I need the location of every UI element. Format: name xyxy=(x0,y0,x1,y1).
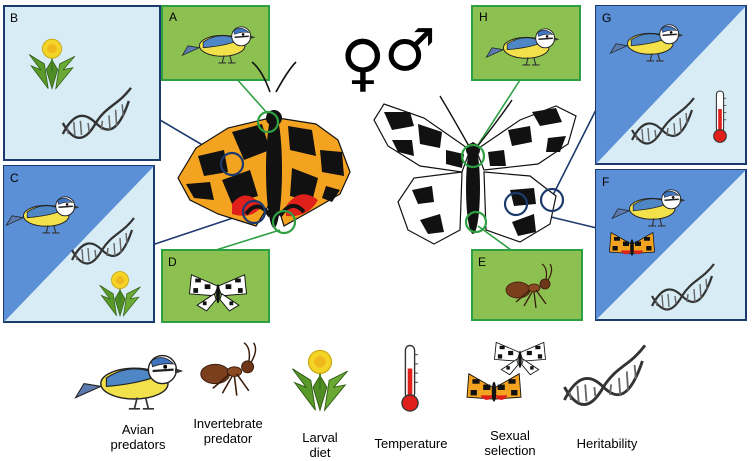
legend-white-moth-icon xyxy=(494,341,546,376)
panel-g-letter: G xyxy=(602,11,611,25)
legend-thermometer-icon xyxy=(401,344,419,412)
legend-blue-tit-icon xyxy=(74,354,185,410)
legend-label-line: predator xyxy=(203,431,253,446)
panel-e-letter: E xyxy=(478,255,486,269)
legend-label-line: Temperature xyxy=(374,436,448,451)
legend-label-line: selection xyxy=(484,443,536,458)
panel-h-letter: H xyxy=(479,10,488,24)
legend-label-line: Larval xyxy=(302,430,338,445)
legend-ant-icon xyxy=(200,342,257,397)
panel-f: F xyxy=(595,169,747,321)
panel-d-letter: D xyxy=(168,255,177,269)
panel-a-letter: A xyxy=(169,10,177,24)
legend-orange-moth-icon xyxy=(466,372,522,403)
legend-dna-icon xyxy=(562,343,647,406)
panel-e: E xyxy=(471,249,583,321)
legend-label-line: Heritability xyxy=(576,436,638,451)
legend-label-sexual: Sexual selection xyxy=(470,428,550,458)
male-symbol: ♂ xyxy=(384,16,436,84)
legend-label-temperature: Temperature xyxy=(366,436,456,451)
panel-d: D xyxy=(161,249,270,323)
female-symbol: ♀ xyxy=(340,26,385,99)
legend-label-avian: Avian predators xyxy=(92,422,184,452)
panel-b: B xyxy=(3,5,161,161)
panel-f-letter: F xyxy=(602,175,609,189)
panel-c: C xyxy=(3,165,155,323)
legend-label-heritability: Heritability xyxy=(564,436,650,451)
legend-label-line: predators xyxy=(110,437,166,452)
panel-h: H xyxy=(471,5,581,81)
legend-icons xyxy=(74,341,647,412)
panel-b-letter: B xyxy=(10,11,18,25)
legend-label-line: Sexual xyxy=(490,428,530,443)
legend-label-line: diet xyxy=(309,445,331,460)
legend-label-line: Avian xyxy=(121,422,155,437)
panel-g: G xyxy=(595,5,747,165)
female-moth xyxy=(177,61,351,228)
highlight-circles xyxy=(219,110,565,235)
legend-label-larval: Larval diet xyxy=(284,430,356,460)
panel-c-letter: C xyxy=(10,171,19,185)
legend-label-line: Invertebrate xyxy=(193,416,263,431)
male-moth xyxy=(373,95,577,245)
legend-label-invertebrate: Invertebrate predator xyxy=(180,416,276,446)
legend-dandelion-icon xyxy=(291,349,349,412)
panel-a: A xyxy=(161,5,270,81)
